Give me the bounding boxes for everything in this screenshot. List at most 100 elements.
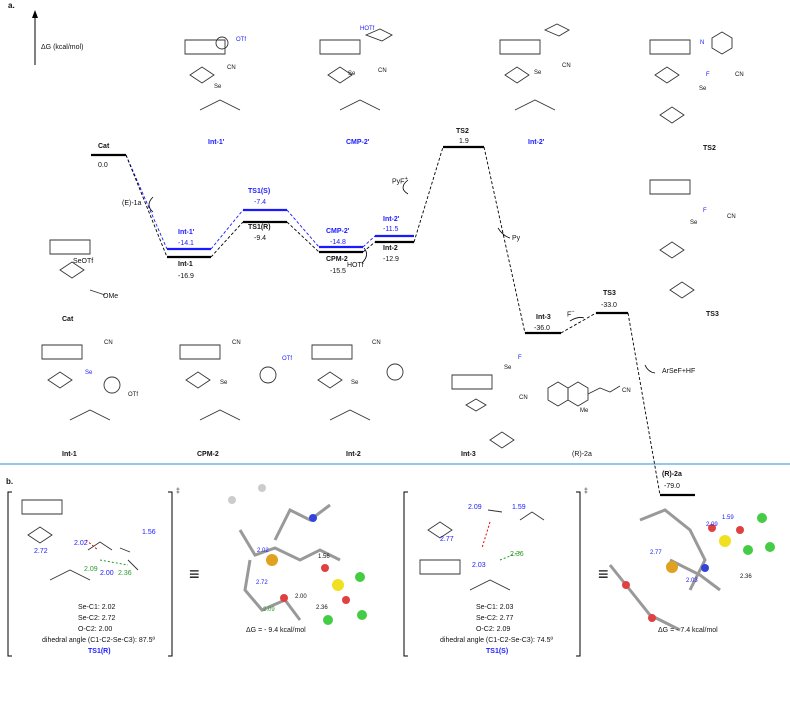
state-name-r2a: (R)-2a (662, 471, 682, 478)
ts2-cn: CN (735, 72, 744, 78)
sketch-int2 (311, 344, 404, 421)
sketch-r2a (547, 381, 621, 407)
panel-a-label: a. (8, 1, 15, 10)
cpm2-otf: OTf (282, 356, 292, 362)
caption-right-4: dihedral angle (C1-C2-Se-C3): 74.5º (440, 637, 554, 644)
cat-ome: OMe (103, 293, 119, 300)
delta-g-left: ΔG = - 9.4 kcal/mol (246, 627, 306, 634)
arrow-pyf (402, 179, 409, 195)
state-name-cat: Cat (98, 143, 110, 150)
int3-f: F (518, 355, 522, 361)
int1p-cn: CN (227, 65, 236, 71)
ddagger-left: ‡ (176, 488, 180, 495)
sketch-int3 (451, 374, 515, 449)
equiv-left: ≡ (189, 564, 200, 584)
delta-g-right: ΔG = - 7.4 kcal/mol (658, 627, 718, 634)
struct-name-r2a: (R)-2a (572, 451, 592, 458)
state-value-int3: -36.0 (534, 325, 550, 332)
model-right-1: 2.09 (706, 522, 718, 528)
dist-left-2: 2.72 (34, 548, 48, 555)
state-name-int1p: Int-1' (178, 229, 195, 236)
sketch-int1 (41, 344, 121, 421)
struct-name-int2p: Int-2' (528, 139, 545, 146)
ts-name-left: TS1(R) (88, 648, 111, 655)
struct-name-cmp2p: CMP-2' (346, 139, 370, 146)
struct-name-int1: Int-1 (62, 451, 77, 458)
arrow-e1a (148, 196, 154, 213)
dist-right-3: 2.77 (440, 536, 454, 543)
cmp2p-hotf: HOTf (360, 26, 375, 32)
model-left-3: 1.56 (318, 554, 330, 560)
model-left-2: 2.72 (256, 580, 268, 586)
caption-right-2: Se-C2: 2.77 (476, 615, 514, 622)
int1p-se: Se (214, 84, 222, 90)
int3-se: Se (504, 365, 512, 371)
cmp2p-se: Se (348, 71, 356, 77)
model-right-4: 2.03 (686, 578, 698, 584)
arrow-hotf (361, 247, 367, 264)
model-left-4: 2.09 (263, 607, 275, 613)
arrow-py (497, 227, 511, 239)
arrow-arsef (644, 364, 656, 374)
bracket-right (403, 491, 581, 657)
state-name-int1: Int-1 (178, 261, 193, 268)
reagent-f: F− (567, 309, 575, 319)
int1-cn: CN (104, 340, 113, 346)
dist-left-5: 2.09 (84, 566, 98, 573)
reagent-arsef: ArSeF+HF (662, 368, 696, 375)
arrow-f (569, 317, 585, 322)
int2-se: Se (351, 380, 359, 386)
state-name-cpm2: CPM-2 (326, 256, 348, 263)
blue-levels (167, 208, 414, 251)
panel-b-label: b. (6, 477, 14, 486)
caption-left-2: Se-C2: 2.72 (78, 615, 116, 622)
reagent-arrows (148, 179, 656, 374)
dist-left-1: 2.02 (74, 540, 88, 547)
struct-name-ts2: TS2 (703, 145, 716, 152)
cat-seotf: SeOTf (73, 258, 94, 265)
connectors (125, 146, 661, 496)
int1-otf: OTf (128, 392, 138, 398)
struct-name-int2: Int-2 (346, 451, 361, 458)
sketch-cpm2 (179, 344, 277, 421)
caption-left-3: O-C2: 2.00 (78, 626, 113, 633)
ddagger-right: ‡ (584, 488, 588, 495)
structure-sketches (41, 23, 733, 449)
ts-sketches (21, 499, 545, 591)
state-value-int2p: -11.5 (383, 226, 399, 233)
int2-cn: CN (372, 340, 381, 346)
state-value-r2a: -79.0 (664, 483, 680, 490)
state-name-int2: Int-2 (383, 245, 398, 252)
state-name-int3: Int-3 (536, 314, 551, 321)
bracket-left (7, 491, 173, 657)
caption-right-1: Se-C1: 2.03 (476, 604, 514, 611)
model-right-2: 1.59 (722, 515, 734, 521)
ts3-f: F (703, 208, 707, 214)
cpm2-se: Se (220, 380, 228, 386)
state-value-ts3: -33.0 (601, 302, 617, 309)
state-name-ts1r: TS1(R) (248, 224, 271, 231)
struct-name-ts3: TS3 (706, 311, 719, 318)
struct-name-int1p: Int-1' (208, 139, 225, 146)
black-levels (91, 145, 695, 497)
model-3d-right (608, 508, 775, 632)
ts-bonds (85, 521, 521, 566)
caption-left-4: dihedral angle (C1-C2-Se-C3): 87.5º (42, 637, 156, 644)
cmp2p-cn: CN (378, 68, 387, 74)
dist-right-2: 1.59 (512, 504, 526, 511)
state-name-ts1s: TS1(S) (248, 188, 271, 195)
reagent-e1a: (E)-1a (122, 200, 142, 207)
reagent-pyf: PyF+ (392, 176, 408, 186)
y-axis-label: ΔG (kcal/mol) (41, 44, 84, 51)
model-3d-left (228, 484, 367, 625)
ts-name-right: TS1(S) (486, 648, 509, 655)
state-name-ts3: TS3 (603, 290, 616, 297)
model-right-5: 2.36 (740, 574, 752, 580)
state-value-int1: -16.9 (178, 273, 194, 280)
reagent-py: Py (512, 235, 521, 242)
sketch-cat (49, 239, 106, 296)
dist-left-4: 1.56 (142, 529, 156, 536)
ts2-n: N (700, 40, 705, 46)
caption-right-3: O-C2: 2.09 (476, 626, 511, 633)
state-value-cat: 0.0 (98, 162, 108, 169)
